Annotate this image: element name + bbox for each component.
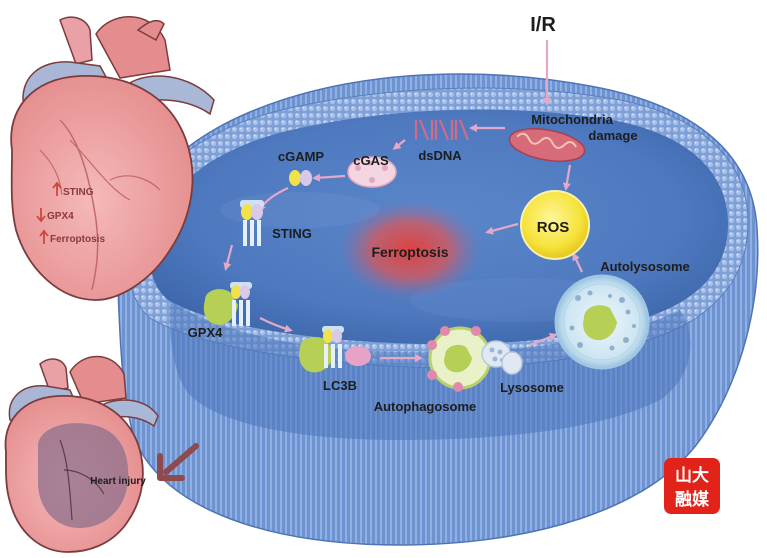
arrow-cgas-cgamp: [312, 173, 346, 182]
mitochondria-label-1: Mitochondria: [531, 112, 613, 127]
ros: ROS: [520, 190, 590, 260]
cgamp-label: cGAMP: [278, 149, 325, 164]
lysosome-label: Lysosome: [500, 380, 564, 395]
mitochondria: Mitochondria damage: [508, 112, 638, 162]
gpx4-label: GPX4: [188, 325, 223, 340]
arrow-dsdna-cgas: [392, 139, 406, 150]
arrow-mito-ros: [562, 164, 572, 191]
arrow-ros-ferroptosis: [485, 222, 519, 235]
cgamp: cGAMP: [278, 149, 325, 186]
autophagosome-label: Autophagosome: [374, 399, 477, 414]
autophagosome: Autophagosome Lysosome: [374, 326, 564, 414]
down-left-arrow: [157, 443, 199, 481]
arrow-autophagosome-autolysosome: [529, 333, 558, 347]
cgas: cGAS: [347, 153, 397, 188]
heart-bottom: Heart injury: [4, 355, 159, 553]
sting-label: STING: [272, 226, 312, 241]
logo-line-1: 山大: [675, 465, 709, 486]
arrow-gpx4-lc3b: [259, 317, 293, 333]
ferroptosis-label: Ferroptosis: [371, 244, 448, 260]
heart-top-ferroptosis: Ferroptosis: [50, 234, 105, 245]
heart-top: STING GPX4 Ferroptosis: [10, 16, 215, 301]
dsdna-strands: dsDNA: [414, 119, 470, 163]
mitochondria-label-2: damage: [588, 128, 637, 143]
autolysosome-label: Autolysosome: [600, 259, 690, 274]
logo: 山大 融媒: [664, 458, 720, 514]
heart-top-gpx4: GPX4: [47, 211, 74, 222]
ferroptosis-region: Ferroptosis: [338, 200, 482, 300]
lc3b-label: LC3B: [323, 378, 357, 393]
ros-label: ROS: [537, 219, 570, 236]
ir-trigger-label: I/R: [530, 14, 556, 36]
logo-line-2: 融媒: [675, 489, 710, 510]
heart-bottom-label: Heart injury: [90, 476, 146, 487]
arrow-autolysosome-ros: [572, 252, 583, 273]
sting: STING: [240, 200, 312, 246]
gpx4-complex: GPX4: [188, 282, 252, 340]
lc3b-complex: LC3B: [299, 326, 371, 393]
arrow-sting-gpx4: [223, 244, 234, 271]
cgas-label: cGAS: [353, 153, 389, 168]
heart-top-sting: STING: [63, 187, 94, 198]
autolysosome: Autolysosome: [554, 259, 690, 370]
dsdna-label: dsDNA: [418, 148, 462, 163]
